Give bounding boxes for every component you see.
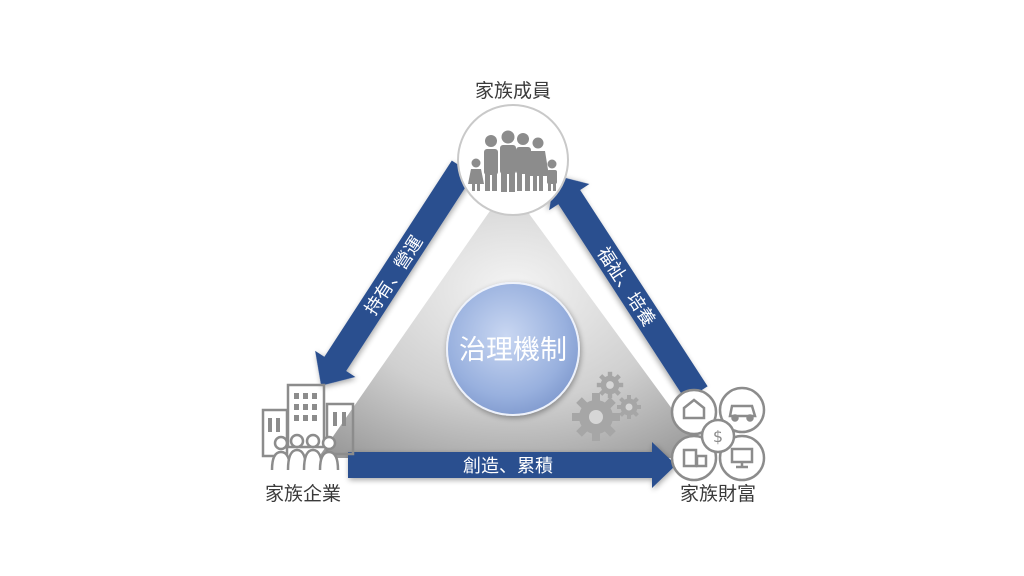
node-family-wealth-label: 家族財富	[680, 483, 756, 505]
family-icon	[468, 130, 557, 192]
office-building-icon	[261, 383, 355, 471]
node-family-members	[457, 104, 569, 216]
assets-icon	[670, 386, 766, 482]
center-circle: 治理機制	[446, 282, 580, 416]
arrow-own-operate-label: 持有、營運	[361, 232, 428, 319]
center-label: 治理機制	[459, 335, 567, 366]
node-family-members-label: 家族成員	[475, 80, 551, 102]
node-family-business-label: 家族企業	[265, 483, 341, 505]
arrow-create-accumulate: 創造、累積	[348, 442, 676, 488]
dollar-icon: $	[713, 427, 723, 446]
arrow-create-accumulate-label: 創造、累積	[463, 456, 553, 477]
gears-icon	[572, 371, 641, 441]
